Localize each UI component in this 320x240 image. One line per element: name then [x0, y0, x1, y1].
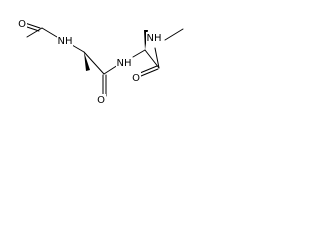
- stereo-wedge-1: [84, 52, 90, 71]
- atom-o-2: O: [96, 94, 106, 106]
- atom-o-1: O: [17, 18, 27, 30]
- bond-n1-to-ca1: [71, 44, 85, 53]
- bond-n2-to-ca2: [132, 49, 146, 58]
- molecule-drawing: NH O NH O NH O: [17, 18, 184, 106]
- atom-label-o-3: O: [132, 73, 140, 84]
- atom-nh-3: NH: [146, 32, 162, 44]
- atom-o-3: O: [131, 72, 141, 84]
- structure-diagram: NH O NH O NH O: [0, 0, 196, 137]
- atom-label-o-1: O: [18, 19, 26, 30]
- bond-c1-to-n2: [103, 64, 119, 75]
- atom-label-nh-2: NH: [117, 58, 132, 69]
- atom-label-nh-3: NH: [147, 33, 162, 44]
- bond-acetyl-carbonyl-double-a: [24, 22, 41, 29]
- atom-label-nh-1: NH: [58, 36, 73, 47]
- bond-ca1-to-c1: [83, 51, 105, 75]
- atom-nh-1: NH: [57, 35, 73, 47]
- bond-c2-to-n3: [154, 47, 160, 69]
- bond-ca2-to-c2: [144, 49, 160, 69]
- bond-acetyl-methyl: [26, 27, 43, 38]
- bond-c2-double-o-b: [140, 68, 159, 77]
- bond-acetyl-c-to-n: [41, 27, 58, 38]
- bond-n3-to-methyl: [164, 28, 184, 41]
- bond-c2-double-o-a: [139, 65, 158, 74]
- atom-nh-2: NH: [116, 57, 132, 69]
- atom-label-o-2: O: [97, 95, 105, 106]
